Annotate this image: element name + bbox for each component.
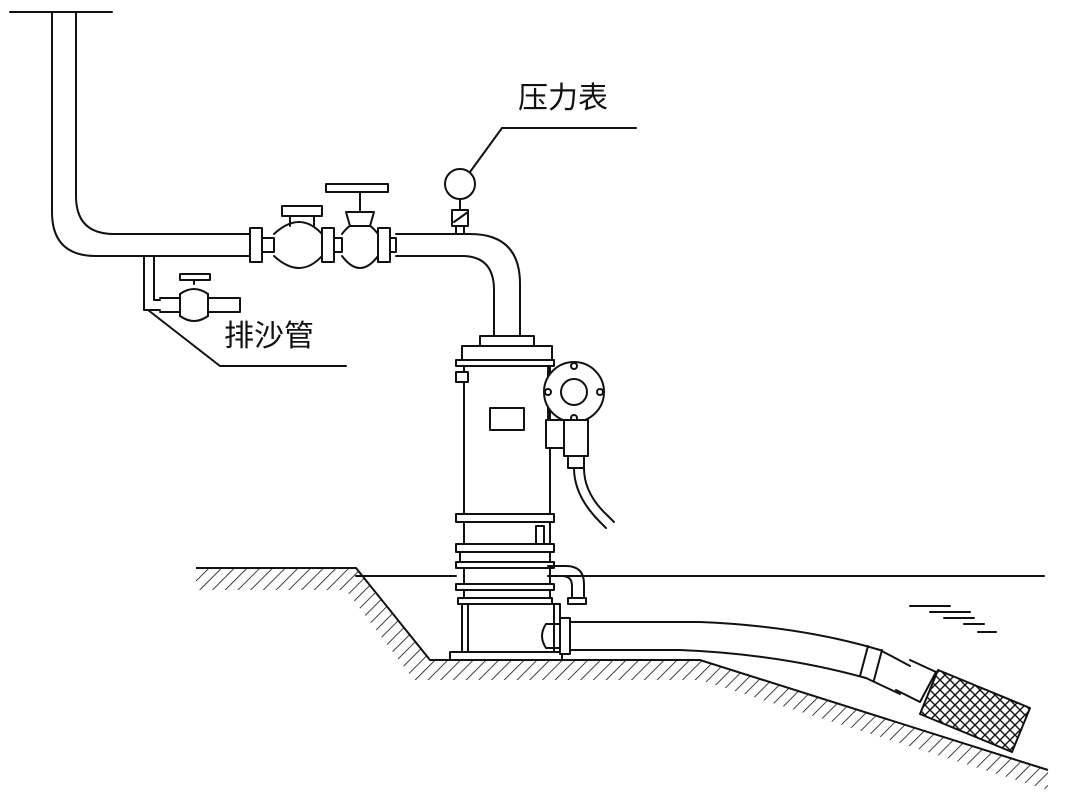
water-surface xyxy=(355,575,1045,633)
pressure-gauge-label: 压力表 xyxy=(518,81,608,116)
submersible-pump xyxy=(449,335,563,661)
sand-discharge-branch xyxy=(143,255,347,367)
ground-bank xyxy=(196,567,1049,790)
suction-hose xyxy=(541,617,937,703)
junction-box xyxy=(543,361,615,529)
discharge-pipe xyxy=(51,11,521,337)
strainer-icon xyxy=(919,669,1031,753)
check-valve xyxy=(249,205,335,269)
sand-discharge-pipe-label: 排沙管 xyxy=(224,319,314,354)
gate-valve xyxy=(325,183,397,269)
pressure-gauge-icon xyxy=(444,127,637,235)
